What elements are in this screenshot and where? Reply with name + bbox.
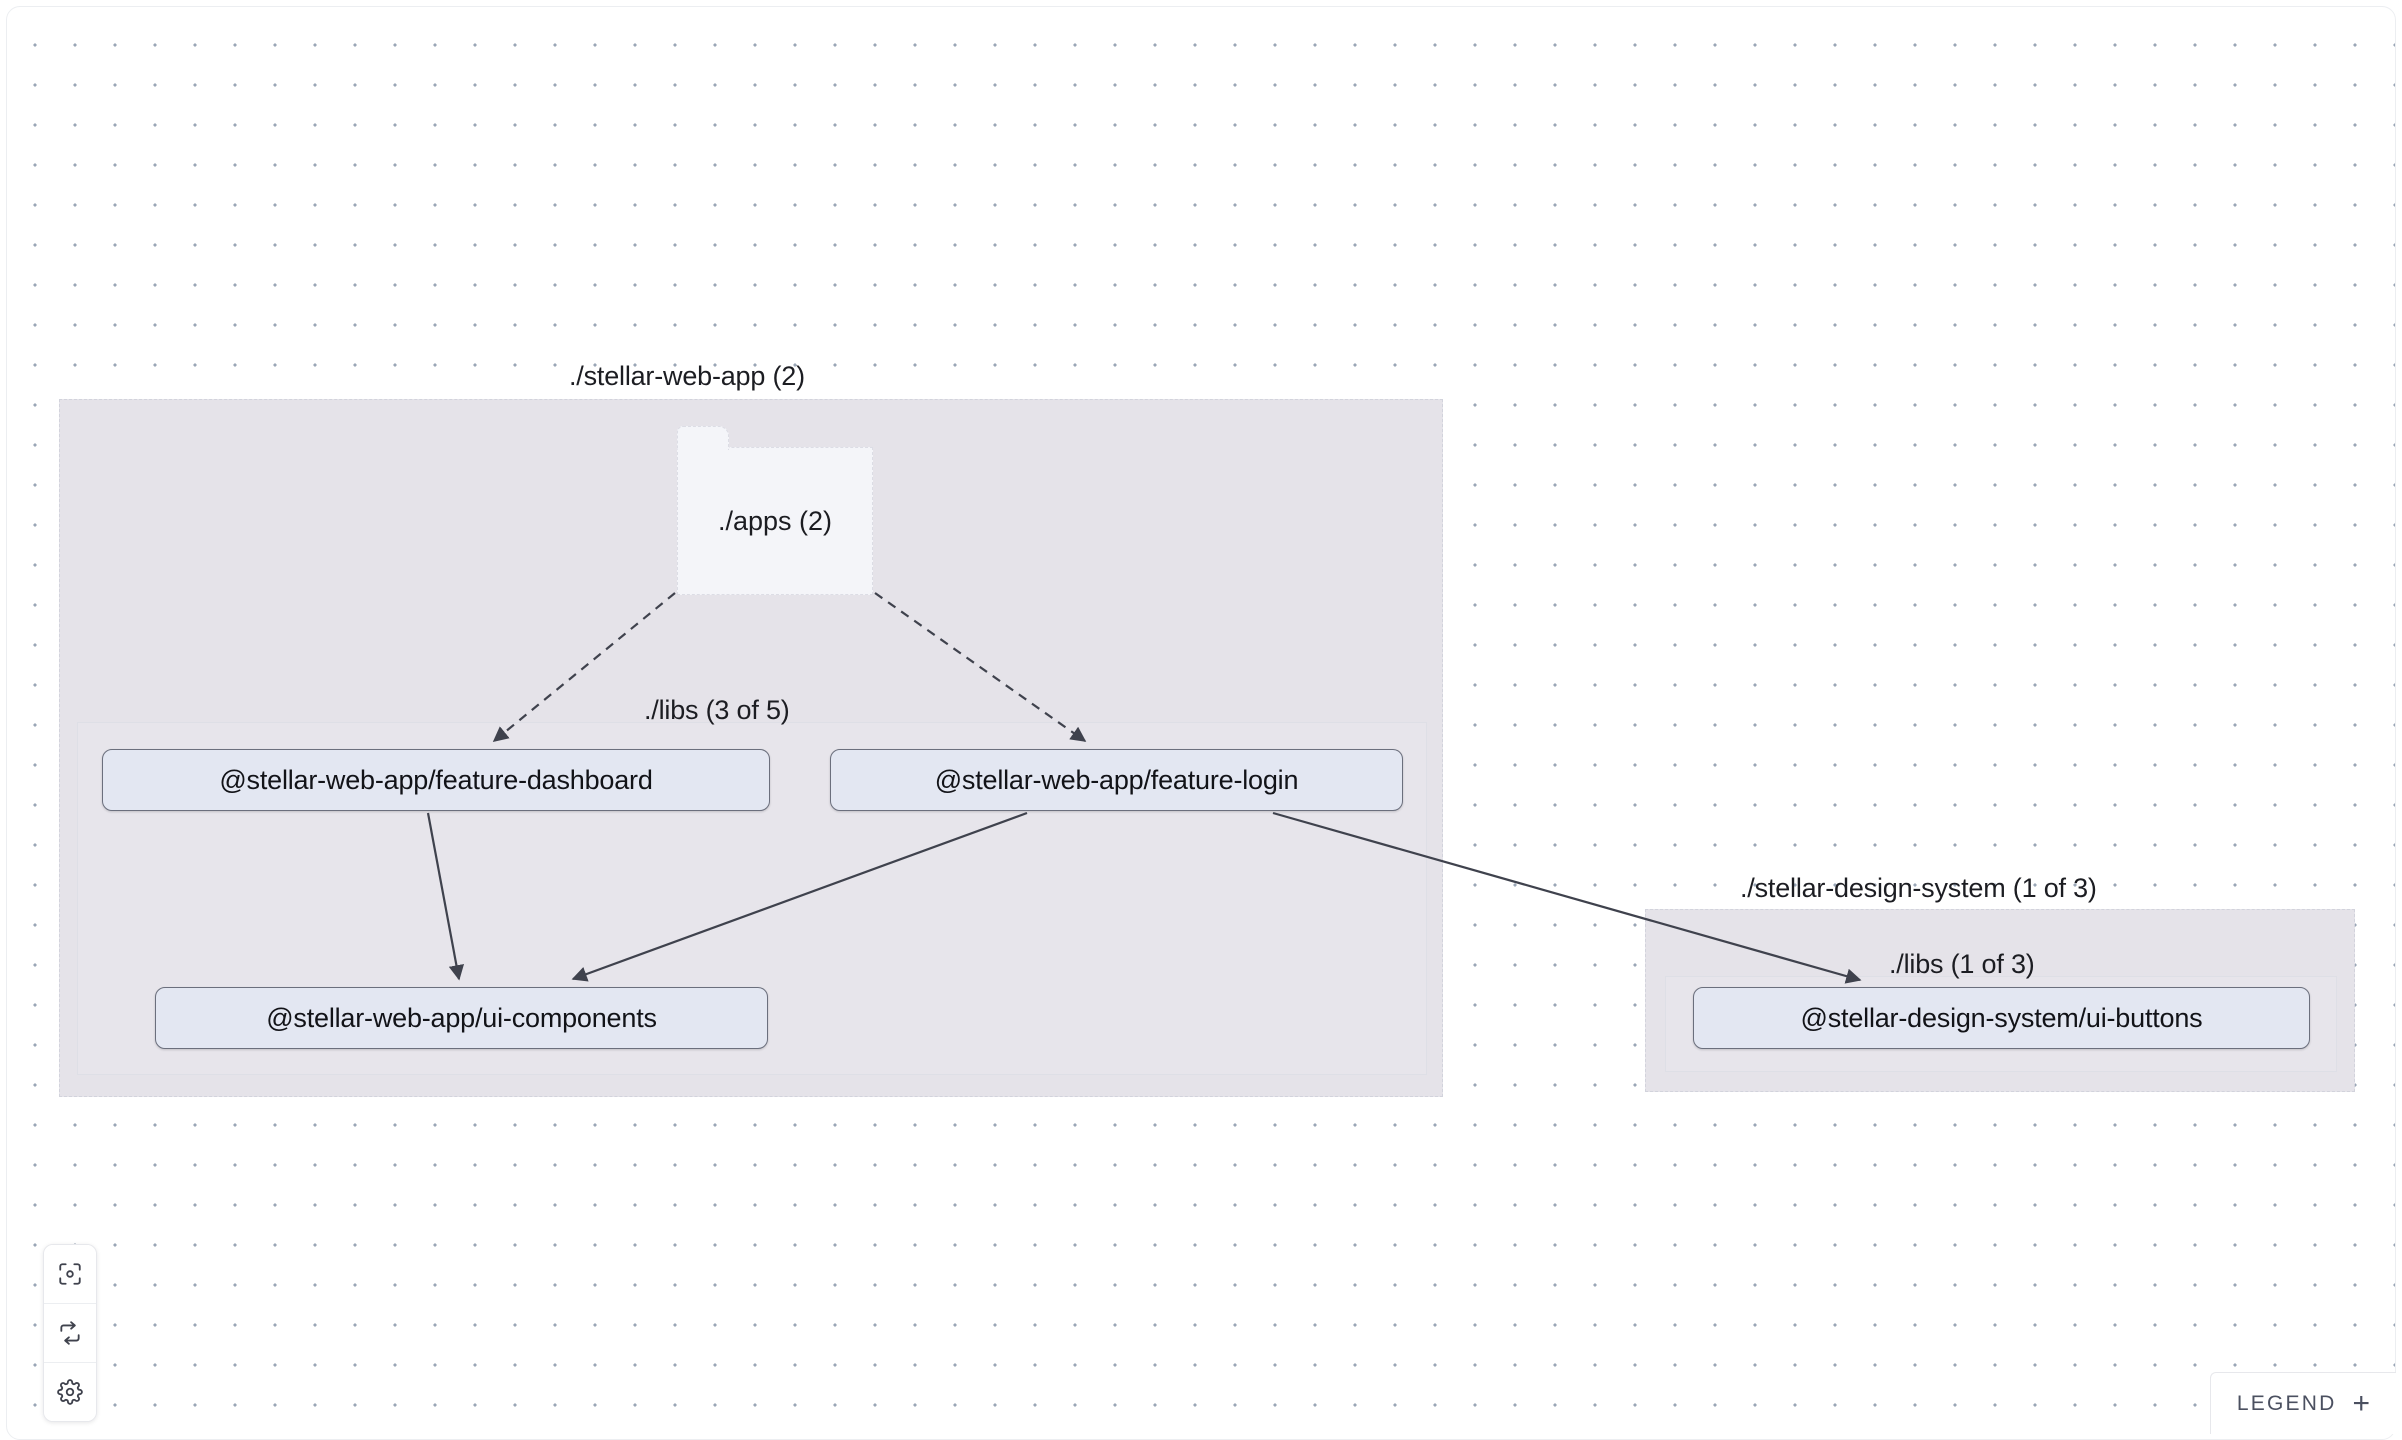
lib-node-feature-login[interactable]: @stellar-web-app/feature-login: [830, 749, 1403, 811]
refresh-graph-button[interactable]: [44, 1304, 96, 1363]
legend-panel[interactable]: LEGEND +: [2209, 1372, 2396, 1434]
folder-tab-icon: [677, 426, 729, 452]
folder-node-label-apps: ./apps (2): [717, 505, 833, 536]
lib-node-label-feature-dashboard: @stellar-web-app/feature-dashboard: [219, 764, 653, 795]
lib-node-ui-buttons[interactable]: @stellar-design-system/ui-buttons: [1693, 987, 2310, 1049]
lib-node-label-ui-buttons: @stellar-design-system/ui-buttons: [1800, 1002, 2203, 1033]
graph-canvas[interactable]: ./stellar-web-app (2) ./libs (3 of 5) ./…: [6, 6, 2396, 1440]
legend-label: LEGEND: [2236, 1391, 2337, 1415]
project-group-label-stellar-design-system: ./stellar-design-system (1 of 3): [1740, 873, 2097, 903]
refresh-icon: [57, 1320, 83, 1346]
folder-node-apps[interactable]: ./apps (2): [677, 426, 873, 595]
lib-node-label-ui-components: @stellar-web-app/ui-components: [266, 1002, 657, 1033]
lib-node-label-feature-login: @stellar-web-app/feature-login: [934, 764, 1299, 795]
lib-node-feature-dashboard[interactable]: @stellar-web-app/feature-dashboard: [102, 749, 770, 811]
settings-button[interactable]: [44, 1363, 96, 1421]
focus-graph-button[interactable]: [44, 1245, 96, 1304]
graph-toolbar[interactable]: [43, 1244, 97, 1422]
legend-expand-icon[interactable]: +: [2352, 1386, 2370, 1420]
subgroup-label-design-system-libs: ./libs (1 of 3): [1889, 949, 2035, 979]
subgroup-label-web-app-libs: ./libs (3 of 5): [644, 695, 790, 725]
focus-target-icon: [57, 1261, 83, 1287]
project-group-label-stellar-web-app: ./stellar-web-app (2): [569, 361, 805, 391]
lib-node-ui-components[interactable]: @stellar-web-app/ui-components: [155, 987, 768, 1049]
gear-icon: [57, 1379, 83, 1405]
